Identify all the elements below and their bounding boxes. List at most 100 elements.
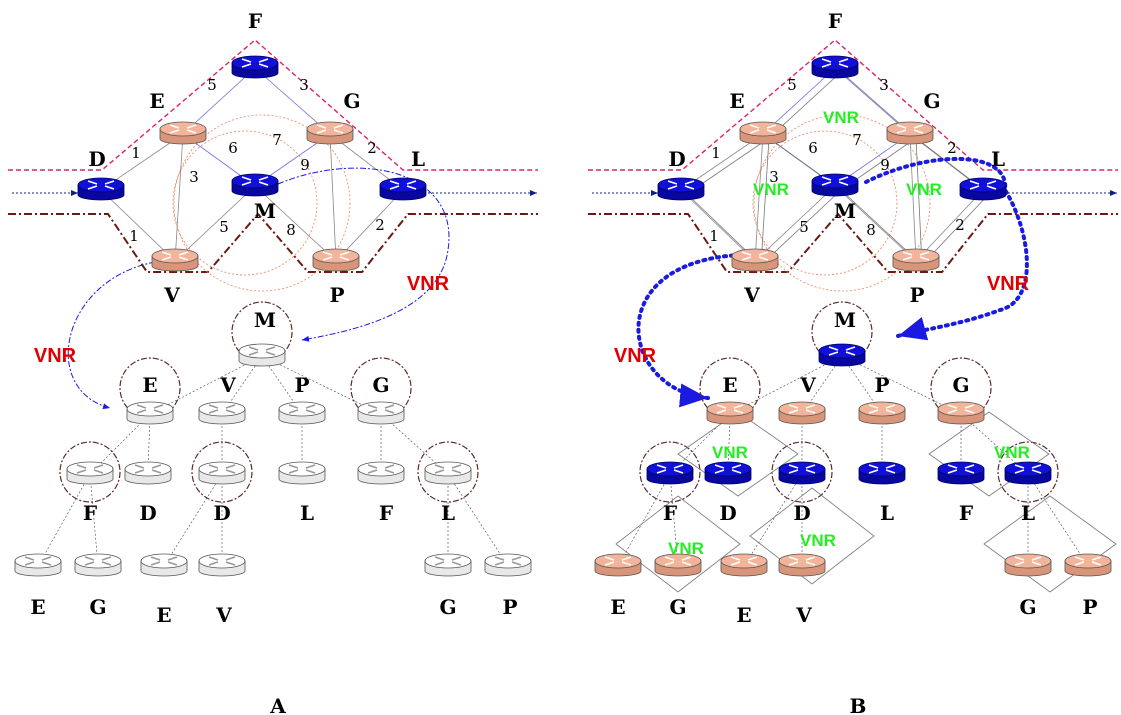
router-icon (1004, 461, 1052, 485)
router-icon (278, 401, 326, 425)
selection-circle (119, 357, 181, 419)
coverage-circle (172, 130, 318, 276)
node-label-M: M (254, 199, 276, 223)
tree-node-label: E (142, 373, 157, 397)
router-icon (778, 401, 826, 425)
node-label-G: G (923, 89, 940, 113)
panel-caption: A (269, 694, 286, 715)
coverage-circle (752, 130, 898, 276)
tree-node-label: G (669, 595, 686, 619)
router-icon (126, 401, 174, 425)
router-E-icon (159, 121, 207, 145)
selection-circle (811, 301, 873, 363)
vnr-callout-label: VNR (34, 345, 77, 367)
router-F-icon (811, 55, 859, 79)
tree-node-label: L (441, 501, 455, 525)
router-icon (654, 553, 702, 577)
link-G-P (909, 133, 917, 262)
vnr-embedded-label: VNR (753, 180, 789, 199)
coverage-circle (173, 114, 351, 292)
virtual-link-E-V (760, 137, 770, 266)
tree-edge (447, 473, 509, 567)
tree-edge (617, 473, 671, 567)
vnr-callout-label: VNR (987, 273, 1030, 295)
router-icon (858, 401, 906, 425)
selection-circle (997, 441, 1059, 503)
router-V-icon (151, 248, 199, 272)
router-icon (357, 401, 405, 425)
edge-weight-label: 2 (367, 139, 377, 157)
tree-node-label: D (719, 501, 736, 525)
tree-node-label: G (1019, 595, 1036, 619)
selection-circle (417, 441, 479, 503)
domain-boundary-upper (588, 39, 1118, 171)
edge-weight-label: 5 (799, 218, 809, 236)
router-D-icon (657, 177, 705, 201)
tree-node-label: V (215, 603, 232, 627)
tree-node-label: L (300, 501, 314, 525)
tree-node-label: G (372, 373, 389, 397)
tree-node-label: M (834, 308, 856, 332)
domain-boundary-upper (8, 39, 538, 171)
link-V-M (174, 185, 256, 262)
edge-weight-label: 5 (787, 76, 797, 94)
node-label-D: D (668, 147, 685, 171)
tree-node-label: D (213, 501, 230, 525)
panel-caption: B (850, 694, 867, 715)
vnr-region-outline (928, 411, 1050, 497)
vnr-embedded-label: VNR (712, 443, 748, 462)
tree-edge (380, 413, 449, 475)
node-label-P: P (329, 283, 344, 307)
tree-node-label: E (156, 603, 171, 627)
router-F-icon (231, 55, 279, 79)
router-icon (357, 461, 405, 485)
vnr-callout-label: VNR (614, 345, 657, 367)
tree-edge (669, 473, 679, 567)
vnr-embedded-label: VNR (906, 180, 942, 199)
router-M-icon (231, 173, 279, 197)
node-label-L: L (411, 147, 425, 171)
edge-weight-label: 3 (299, 76, 309, 94)
edge-weight-label: 1 (131, 144, 141, 162)
router-L-icon (379, 177, 427, 201)
tree-node-label: P (294, 373, 309, 397)
router-icon (937, 401, 985, 425)
edge-weight-label: 5 (219, 218, 229, 236)
router-icon (238, 343, 286, 367)
selection-circle (59, 441, 121, 503)
vnr-mapping-path (636, 253, 742, 408)
domain-boundary-lower (588, 212, 1118, 273)
edge-weight-label: 7 (852, 131, 862, 149)
node-label-D: D (88, 147, 105, 171)
vnr-embedded-label: VNR (823, 108, 859, 127)
router-icon (74, 553, 122, 577)
node-label-G: G (343, 89, 360, 113)
edge-weight-label: 2 (955, 216, 965, 234)
tree-node-label: P (502, 595, 517, 619)
edge-weight-label: 3 (189, 168, 199, 186)
router-G-icon (886, 121, 934, 145)
link-D-V (680, 189, 756, 262)
tree-node-label: F (663, 501, 677, 525)
tree-node-label: P (874, 373, 889, 397)
router-P-icon (892, 248, 940, 272)
tree-node-label: G (89, 595, 106, 619)
edge-weight-label: 8 (866, 221, 876, 239)
router-icon (706, 401, 754, 425)
tree-node-label: E (30, 595, 45, 619)
tree-node-label: M (254, 308, 276, 332)
domain-boundary-lower (8, 212, 538, 273)
link-E-V (754, 133, 764, 262)
link-V-M (754, 185, 836, 262)
router-icon (704, 461, 752, 485)
vnr-mapping-path (67, 261, 156, 410)
router-icon (778, 553, 826, 577)
selection-circle (231, 301, 293, 363)
router-icon (278, 461, 326, 485)
router-icon (198, 553, 246, 577)
router-P-icon (312, 248, 360, 272)
tree-edge (89, 473, 99, 567)
router-icon (484, 553, 532, 577)
tree-node-label: L (1021, 501, 1035, 525)
